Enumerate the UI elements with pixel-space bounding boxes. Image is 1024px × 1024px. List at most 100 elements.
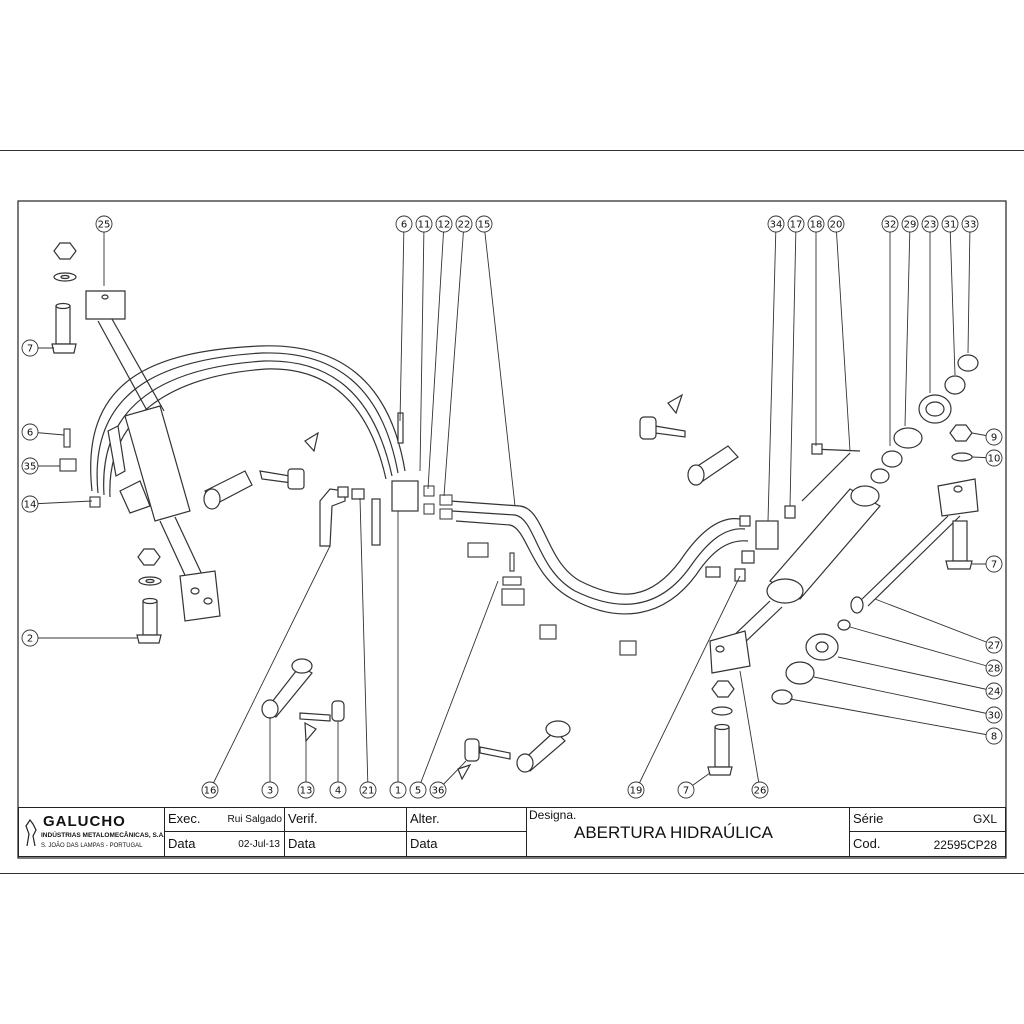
alter-label: Alter. [410, 811, 440, 826]
pin-with-handle-left [203, 431, 319, 510]
rod-assembly-27 [850, 424, 979, 614]
callout-balloon [985, 682, 1003, 700]
callout-balloon [787, 215, 805, 233]
callout-leader [874, 598, 995, 646]
callout-leader [417, 580, 499, 791]
callout-balloon [985, 706, 1003, 724]
callout-number: 26 [754, 786, 767, 797]
callout-balloon [435, 215, 453, 233]
seals-and-rings [771, 354, 979, 705]
callout-number: 24 [988, 687, 1001, 698]
callout-number: 10 [988, 454, 1001, 465]
serie-label: Série [853, 811, 884, 826]
callout-balloon [21, 629, 39, 647]
serie-value: GXL [972, 812, 997, 826]
callout-number: 36 [432, 786, 445, 797]
callout-leader [635, 575, 741, 791]
callout-number: 9 [991, 433, 997, 444]
company-cell: GALUCHO INDÚSTRIAS METALOMECÂNICAS, S.A.… [19, 808, 165, 856]
callout-number: 32 [884, 220, 897, 231]
callout-balloon [201, 781, 219, 799]
callout-leader [427, 223, 445, 490]
designa-label: Designa. [529, 808, 577, 822]
callout-balloon [901, 215, 919, 233]
callout-leader [739, 670, 761, 791]
callout-balloon [415, 215, 433, 233]
callout-leader [419, 223, 425, 472]
callout-number: 25 [98, 220, 111, 231]
callout-leader [837, 656, 995, 692]
callout-balloon [941, 215, 959, 233]
callout-number: 16 [204, 786, 217, 797]
callout-balloon [921, 215, 939, 233]
exploded-parts-diagram: 2561112221534171820322923313376351429107… [17, 200, 1007, 859]
exec-cell: Exec. Rui Salgado Data 02-Jul-13 [164, 808, 285, 856]
callout-leader [29, 500, 93, 505]
callout-leader [849, 626, 995, 669]
callout-number: 27 [988, 641, 1001, 652]
callout-balloon [359, 781, 377, 799]
callout-balloon [21, 457, 39, 475]
callout-balloon [985, 659, 1003, 677]
data-value: 02-Jul-13 [238, 839, 280, 850]
left-small-parts [59, 428, 101, 508]
serie-cod-cell: Série GXL Cod. 22595CP28 [849, 808, 1005, 856]
alter-cell: Alter. Data [406, 808, 527, 856]
callout-balloon [985, 449, 1003, 467]
callout-number: 30 [988, 711, 1001, 722]
callout-number: 7 [27, 344, 33, 355]
callout-number: 31 [944, 220, 957, 231]
callout-number: 13 [300, 786, 313, 797]
title-block: GALUCHO INDÚSTRIAS METALOMECÂNICAS, S.A.… [18, 807, 1006, 857]
callout-balloon [429, 781, 447, 799]
alter-data-label: Data [410, 836, 438, 851]
callout-balloon [985, 555, 1003, 573]
exec-label: Exec. [168, 811, 201, 826]
callout-balloon [881, 215, 899, 233]
callout-balloon [961, 215, 979, 233]
company-name: GALUCHO [43, 813, 126, 830]
callout-number: 11 [418, 220, 431, 231]
hose-end-fittings [423, 485, 453, 520]
callout-number: 12 [438, 220, 451, 231]
right-fittings [705, 443, 861, 582]
callout-balloon [409, 781, 427, 799]
right-hydraulic-cylinder [707, 485, 881, 776]
hose-clamps [467, 542, 637, 656]
callout-number: 20 [830, 220, 843, 231]
company-line1: INDÚSTRIAS METALOMECÂNICAS, S.A. [41, 832, 166, 839]
callout-balloon [95, 215, 113, 233]
callout-number: 1 [395, 786, 401, 797]
callout-balloon [985, 428, 1003, 446]
callout-number: 3 [267, 786, 273, 797]
callout-number: 6 [401, 220, 407, 231]
pin-with-handle-right [639, 393, 739, 486]
long-hose-15 [449, 500, 749, 615]
callout-leader [767, 223, 777, 522]
callout-leader [483, 223, 516, 507]
callout-number: 14 [24, 500, 37, 511]
left-hydraulic-cylinder [85, 290, 221, 622]
callout-balloon [261, 781, 279, 799]
designation-cell: Designa. ABERTURA HIDRAÚLICA [526, 808, 850, 856]
rooster-logo-icon [25, 818, 37, 847]
callout-leader [904, 223, 911, 427]
callout-leader [967, 223, 971, 354]
callout-number: 2 [27, 634, 33, 645]
callout-balloon [395, 215, 413, 233]
verif-cell: Verif. Data [284, 808, 407, 856]
callout-balloon [475, 215, 493, 233]
nut-washer-pin-7 [51, 242, 77, 354]
callout-balloon [21, 495, 39, 513]
callout-leader [359, 497, 369, 791]
center-fittings [319, 412, 419, 547]
callout-leader [399, 223, 405, 422]
callout-leader [789, 223, 797, 507]
callout-number: 17 [790, 220, 803, 231]
callout-balloon [389, 781, 407, 799]
callout-number: 29 [904, 220, 917, 231]
cod-label: Cod. [853, 836, 881, 851]
callout-balloon [21, 339, 39, 357]
